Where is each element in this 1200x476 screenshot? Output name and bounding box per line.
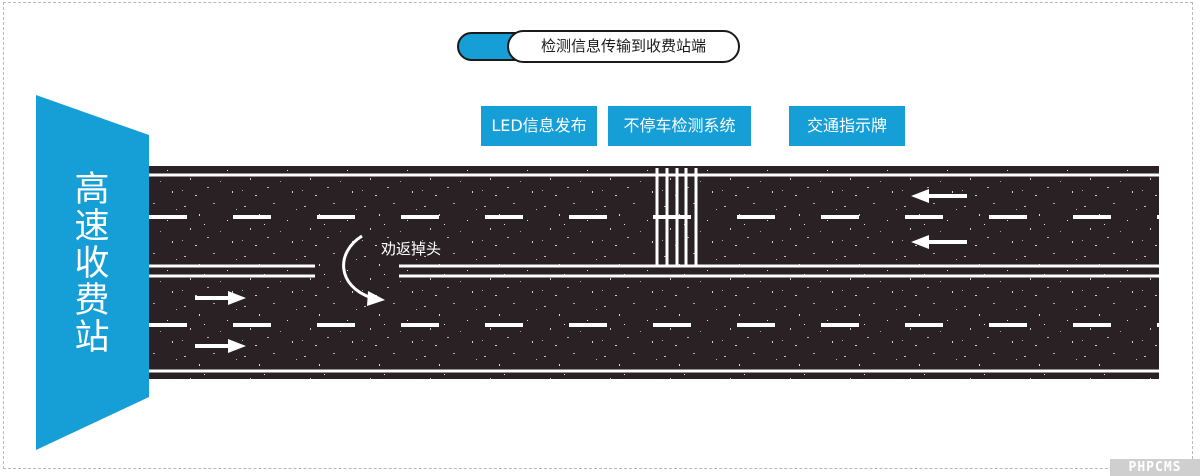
toll-station-shape xyxy=(36,95,149,450)
toll-station-label: 高速收费站 xyxy=(74,170,110,358)
transmit-info-label: 检测信息传输到收费站端 xyxy=(507,30,740,63)
left-arrow-icon xyxy=(911,189,967,203)
right-arrow-icon xyxy=(195,291,246,305)
road-surface xyxy=(149,166,1159,379)
diagram-frame xyxy=(3,2,1193,469)
watermark-logo: PHPCMS xyxy=(1110,459,1200,476)
right-arrow-icon xyxy=(195,339,246,353)
u-turn-arrow-icon xyxy=(342,234,385,306)
traffic-sign-board: 交通指示牌 xyxy=(789,106,905,146)
led-sign: LED信息发布 xyxy=(481,106,597,146)
detection-system-sign: 不停车检测系统 xyxy=(608,106,751,146)
left-arrow-icon xyxy=(911,235,967,249)
transmit-info-pill: 检测信息传输到收费站端 xyxy=(457,30,740,63)
u-turn-label: 劝返掉头 xyxy=(381,240,442,258)
